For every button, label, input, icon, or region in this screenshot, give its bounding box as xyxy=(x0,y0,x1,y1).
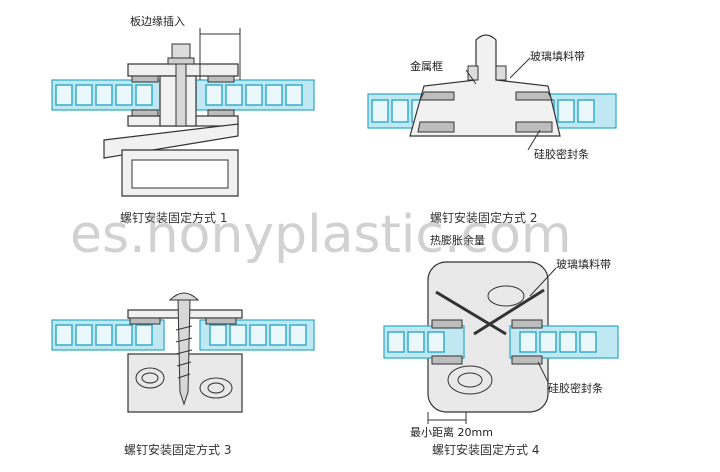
label-silicone-strip-2: 硅胶密封条 xyxy=(548,381,603,395)
pc-sheet-left-3 xyxy=(51,319,165,351)
label-min-distance: 最小距离 20mm xyxy=(410,425,493,439)
callouts-2: 金属框 玻璃填料带 硅胶密封条 xyxy=(410,49,589,161)
crossed-screws-4 xyxy=(435,288,545,336)
callouts-4: 玻璃填料带 硅胶密封条 最小距离 20mm xyxy=(410,257,611,439)
gaskets-4 xyxy=(431,319,543,365)
label-edge-insert: 板边缘插入 xyxy=(130,14,185,28)
caption-method-3: 螺钉安装固定方式 3 xyxy=(124,442,231,457)
edge-insert-callout: 板边缘插入 xyxy=(130,14,241,80)
label-thermal-expansion: 热膨胀余量 xyxy=(430,233,485,247)
bolt-1 xyxy=(167,43,195,127)
label-glass-tape-2: 玻璃填料带 xyxy=(556,257,611,271)
wood-screw-3 xyxy=(168,292,200,406)
panel-method-1: 板边缘插入 xyxy=(51,14,315,197)
pc-sheet-right-3 xyxy=(199,319,315,351)
watermark-text: es.honyplastic.com xyxy=(70,205,572,265)
pc-sheet-right-4 xyxy=(509,325,619,359)
panel-method-2: 金属框 玻璃填料带 硅胶密封条 xyxy=(367,34,617,161)
label-silicone-strip-1: 硅胶密封条 xyxy=(534,147,589,161)
pc-sheet-right-1 xyxy=(195,79,315,111)
pc-sheet-left-1 xyxy=(51,79,161,111)
support-beam-1 xyxy=(103,123,239,197)
pc-sheet-left-4 xyxy=(383,325,465,359)
label-glass-tape-1: 玻璃填料带 xyxy=(530,49,585,63)
caption-method-4: 螺钉安装固定方式 4 xyxy=(432,442,539,457)
label-metal-frame: 金属框 xyxy=(410,59,443,73)
panel-method-3 xyxy=(51,292,315,413)
metal-frame-2 xyxy=(409,34,561,137)
caption-method-1: 螺钉安装固定方式 1 xyxy=(120,210,227,225)
caption-method-2: 螺钉安装固定方式 2 xyxy=(430,210,537,225)
panel-method-4: 玻璃填料带 硅胶密封条 最小距离 20mm xyxy=(383,257,619,439)
